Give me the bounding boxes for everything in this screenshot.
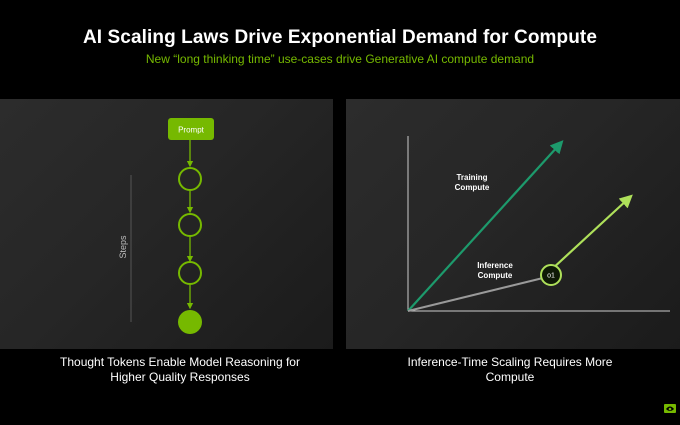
inference-caption-line2: Compute [485, 370, 535, 384]
steps-label: Steps [118, 235, 128, 259]
thought-step-node [178, 167, 202, 191]
inference-caption-line1: Inference-Time Scaling Requires More [407, 355, 613, 369]
inference-scaling-line [550, 194, 633, 271]
o1-node [540, 264, 562, 286]
reasoning-caption-line2: Higher Quality Responses [110, 370, 250, 384]
page-title: AI Scaling Laws Drive Exponential Demand… [82, 27, 598, 48]
reasoning-panel [0, 99, 333, 349]
reasoning-caption-line1: Thought Tokens Enable Model Reasoning fo… [60, 355, 300, 369]
inference-scaling-panel [346, 99, 680, 349]
training-compute-line [407, 140, 564, 312]
page-subtitle: New “long thinking time” use-cases drive… [145, 52, 535, 66]
thought-step-node [178, 261, 202, 285]
prompt-label: Prompt [178, 126, 205, 135]
final-answer-node [178, 310, 202, 334]
prompt-box [168, 118, 214, 140]
inference-label-line1: Inference [477, 261, 513, 270]
thought-step-node [178, 213, 202, 237]
training-label-line2: Compute [455, 183, 490, 192]
inference-baseline-line [407, 277, 544, 312]
inference-label-line2: Compute [478, 271, 513, 280]
inference-caption: Inference-Time Scaling Requires More Com… [360, 355, 660, 385]
o1-label: o1 [547, 273, 555, 280]
training-label-line1: Training [456, 173, 487, 182]
reasoning-caption: Thought Tokens Enable Model Reasoning fo… [20, 355, 340, 385]
nvidia-logo-icon [664, 404, 676, 413]
